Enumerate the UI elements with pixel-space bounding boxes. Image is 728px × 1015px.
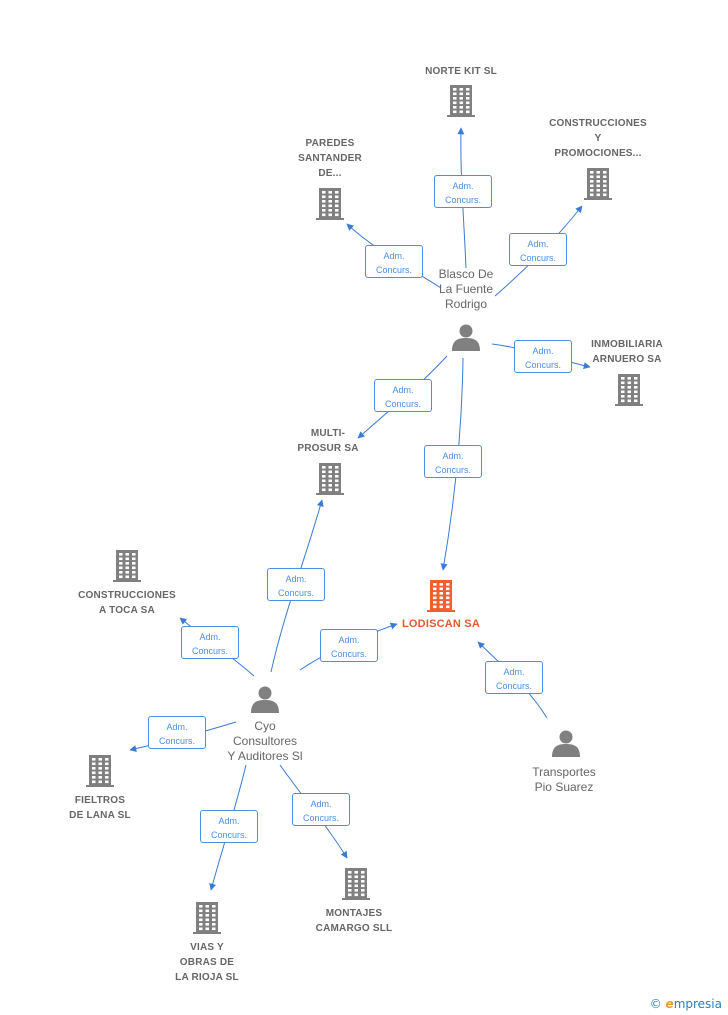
edge-label: Adm. Concurs.: [267, 568, 325, 601]
node-label-cyo[interactable]: Cyo Consultores Y Auditores Sl: [227, 719, 303, 763]
person-icon: [452, 324, 480, 351]
building-icon: [447, 85, 475, 117]
edge-label: Adm. Concurs.: [148, 716, 206, 749]
node-label-fieltros[interactable]: FIELTROS DE LANA SL: [69, 795, 131, 821]
building-icon: [193, 902, 221, 934]
building-icon: [342, 868, 370, 900]
building-icon: [86, 755, 114, 787]
edge-label: Adm. Concurs.: [374, 379, 432, 412]
person-icon: [552, 730, 580, 757]
edge-label: Adm. Concurs.: [320, 629, 378, 662]
edge-label: Adm. Concurs.: [365, 245, 423, 278]
building-icon: [615, 374, 643, 406]
node-label-construcciones-a-toca[interactable]: CONSTRUCCIONES A TOCA SA: [78, 590, 176, 616]
node-label-multi-prosur[interactable]: MULTI- PROSUR SA: [297, 428, 359, 454]
node-label-lodiscan[interactable]: LODISCAN SA: [402, 618, 480, 630]
building-icon: [584, 168, 612, 200]
node-label-inmobiliaria-arnuero[interactable]: INMOBILIARIA ARNUERO SA: [591, 339, 663, 365]
edge-label: Adm. Concurs.: [485, 661, 543, 694]
edge-label: Adm. Concurs.: [509, 233, 567, 266]
building-icon: [113, 550, 141, 582]
edge-label: Adm. Concurs.: [200, 810, 258, 843]
icons-layer: [86, 85, 643, 934]
node-label-transportes[interactable]: Transportes Pio Suarez: [532, 765, 596, 794]
watermark: © empresia: [650, 997, 722, 1011]
edge-label: Adm. Concurs.: [292, 793, 350, 826]
node-label-montajes[interactable]: MONTAJES CAMARGO SLL: [315, 908, 393, 934]
edge-label: Adm. Concurs.: [424, 445, 482, 478]
copyright-icon: ©: [649, 997, 662, 1011]
node-label-construcciones-y-promociones[interactable]: CONSTRUCCIONES Y PROMOCIONES...: [549, 118, 647, 159]
edge-label: Adm. Concurs.: [181, 626, 239, 659]
node-label-blasco[interactable]: Blasco De La Fuente Rodrigo: [438, 267, 494, 311]
building-icon: [316, 463, 344, 495]
brand-name: mpresia: [673, 997, 722, 1011]
building-icon: [316, 188, 344, 220]
edge-label: Adm. Concurs.: [434, 175, 492, 208]
edge-label: Adm. Concurs.: [514, 340, 572, 373]
building-icon-focus: [427, 580, 455, 612]
node-label-vias[interactable]: VIAS Y OBRAS DE LA RIOJA SL: [175, 942, 239, 983]
node-label-norte-kit[interactable]: NORTE KIT SL: [425, 66, 497, 77]
node-label-paredes-santander[interactable]: PAREDES SANTANDER DE...: [298, 138, 362, 179]
brand-initial: e: [665, 997, 674, 1011]
person-icon: [251, 686, 279, 713]
